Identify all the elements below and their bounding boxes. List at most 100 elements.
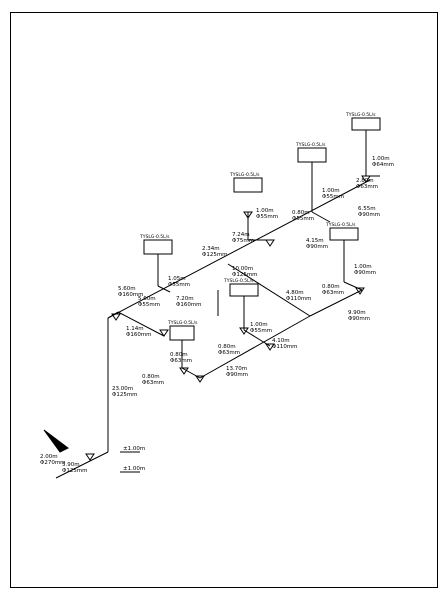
- valve-icon: [243, 211, 253, 219]
- main-trunk: [107, 179, 371, 319]
- br4-length: 2.80m: [356, 178, 374, 184]
- inlet-arrow-icon: [43, 429, 69, 453]
- inlet-length: 2.00m: [40, 454, 58, 460]
- mid3-diameter: Φ110mm: [286, 296, 312, 302]
- main-c-diameter: Φ125mm: [202, 252, 228, 258]
- valve-icon: [239, 327, 249, 335]
- br6-diameter: Φ55mm: [250, 328, 272, 334]
- mid2-diameter: Φ160mm: [176, 302, 202, 308]
- pipe-network: [55, 130, 380, 479]
- fixture-3: [297, 147, 327, 163]
- elevation-1: ±1.00m: [123, 446, 145, 452]
- mid2-length: 7.20m: [176, 296, 194, 302]
- main-b-length: 1.14m: [126, 326, 144, 332]
- br3-length: 0.80m: [292, 210, 310, 216]
- valve-icon: [159, 329, 169, 337]
- fixture-4: [351, 117, 381, 131]
- inlet2-length: 5.90m: [62, 462, 80, 468]
- low-diameter: Φ110mm: [272, 344, 298, 350]
- mid-diagonal: [227, 263, 311, 317]
- low-length: 4.10m: [272, 338, 290, 344]
- inlet-end: [55, 474, 63, 479]
- seg-b-diameter: Φ90mm: [358, 212, 380, 218]
- low2-length: 13.70m: [226, 366, 247, 372]
- riser-diameter: Φ125mm: [112, 392, 138, 398]
- fixture-3-label: TYSLG-0.5L/s: [295, 142, 326, 148]
- fixture-4-label: TYSLG-0.5L/s: [345, 112, 376, 118]
- lower-diagonal: [199, 315, 311, 379]
- fixture-7: [169, 325, 195, 341]
- riser-length: 23.00m: [112, 386, 133, 392]
- fixture-7-label: TYSLG-0.5L/s: [167, 320, 198, 326]
- fixture-2: [233, 177, 263, 193]
- br2-length: 7.24m: [232, 232, 250, 238]
- valve-icon: [179, 367, 189, 375]
- mid-length: 10.00m: [232, 266, 253, 272]
- br4-diameter: Φ63mm: [356, 184, 378, 190]
- low3-diameter: Φ63mm: [142, 380, 164, 386]
- main-c-length: 2.34m: [202, 246, 220, 252]
- br1-drop-length: 1.05m: [168, 276, 186, 282]
- mid-diameter: Φ125mm: [232, 272, 258, 278]
- valves: [85, 175, 371, 461]
- seg-a-diameter: Φ90mm: [306, 244, 328, 250]
- br5-drop-length: 1.00m: [354, 264, 372, 270]
- valve-icon: [265, 239, 275, 247]
- br4-drop-diameter: Φ64mm: [372, 162, 394, 168]
- drawing-frame: [10, 12, 438, 588]
- fixtures: [143, 117, 381, 341]
- valve-icon: [111, 313, 121, 321]
- br3-diameter: Φ55mm: [292, 216, 314, 222]
- br6b-diameter: Φ63mm: [218, 350, 240, 356]
- br1-drop-diameter: Φ55mm: [168, 282, 190, 288]
- inlet2-diameter: Φ125mm: [62, 468, 88, 474]
- low2-diameter: Φ90mm: [226, 372, 248, 378]
- br2-drop-length: 1.00m: [256, 208, 274, 214]
- inlet-diameter: Φ270mm: [40, 460, 66, 466]
- fixture-5-label: TYSLG-0.5L/s: [223, 278, 254, 284]
- r1-diameter: Φ90mm: [348, 316, 370, 322]
- fixture-2-label: TYSLG-0.5L/s: [229, 172, 260, 178]
- branch-5-run: [243, 329, 271, 347]
- elevation-marks: [120, 451, 140, 473]
- fixture-6-label: TYSLG-0.5L/s: [325, 222, 356, 228]
- br3-drop-diameter: Φ55mm: [322, 194, 344, 200]
- branch-6-run: [343, 281, 363, 291]
- br5-length: 0.80m: [322, 284, 340, 290]
- main-b-diameter: Φ160mm: [126, 332, 152, 338]
- valve-icon: [195, 375, 205, 383]
- lower-trunk: [117, 311, 165, 337]
- br1-length: 5.60m: [138, 296, 156, 302]
- branch-3-run: [311, 211, 331, 223]
- valve-icon: [355, 287, 365, 295]
- fixture-1-label: TYSLG-0.5L/s: [139, 234, 170, 240]
- r1-length: 9.90m: [348, 310, 366, 316]
- valve-icon: [85, 453, 95, 461]
- br6b-length: 0.80m: [218, 344, 236, 350]
- seg-a-length: 4.15m: [306, 238, 324, 244]
- br1-diameter: Φ55mm: [138, 302, 160, 308]
- fixture-1: [143, 239, 173, 255]
- br5-drop-diameter: Φ90mm: [354, 270, 376, 276]
- br3-drop-length: 1.00m: [322, 188, 340, 194]
- main-a-diameter: Φ160mm: [118, 292, 144, 298]
- br5-diameter: Φ63mm: [322, 290, 344, 296]
- br7-length: 0.80m: [170, 352, 188, 358]
- br2-diameter: Φ75mm: [232, 238, 254, 244]
- fixture-5: [229, 283, 259, 297]
- mid3-length: 4.80m: [286, 290, 304, 296]
- right-lower-run: [309, 289, 363, 317]
- fixture-6: [329, 227, 359, 241]
- low3-length: 0.80m: [142, 374, 160, 380]
- br7-diameter: Φ63mm: [170, 358, 192, 364]
- br2-drop-diameter: Φ55mm: [256, 214, 278, 220]
- branch-1-stub: [157, 285, 171, 293]
- main-a-length: 5.60m: [118, 286, 136, 292]
- seg-b-length: 6.55m: [358, 206, 376, 212]
- valve-icon: [361, 175, 371, 183]
- br4-drop-length: 1.00m: [372, 156, 390, 162]
- valve-icon: [265, 343, 275, 351]
- br6-length: 1.00m: [250, 322, 268, 328]
